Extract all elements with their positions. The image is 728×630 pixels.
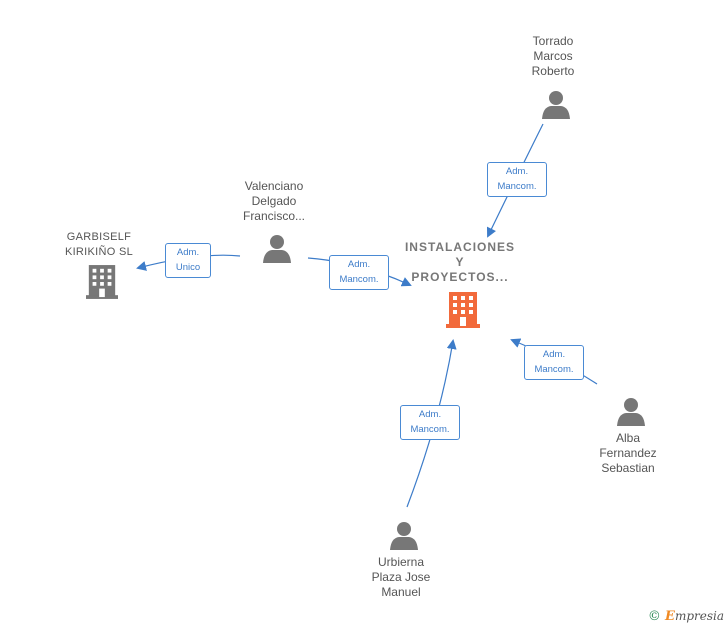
alba-label[interactable]: Alba Fernandez Sebastian [599,431,657,475]
urbierna-label[interactable]: Urbierna Plaza Jose Manuel [371,555,431,599]
building-icon[interactable] [86,264,118,300]
edge-label-torrado-main: Adm. Mancom. [487,162,547,197]
edge-label-urbierna-main: Adm. Mancom. [400,405,460,440]
copyright-icon: © [647,609,661,624]
person-icon[interactable] [541,89,571,119]
person-icon[interactable] [616,396,646,426]
main-company-label[interactable]: INSTALACIONES Y PROYECTOS... [404,240,516,284]
valenciano-label[interactable]: Valenciano Delgado Francisco... [242,179,305,223]
torrado-label[interactable]: Torrado Marcos Roberto [531,34,575,78]
brand-logo-letter: E [665,609,675,624]
brand-name: mpresia [674,609,724,623]
person-icon[interactable] [262,233,292,263]
building-icon[interactable] [446,292,480,328]
edge-label-valenciano-main: Adm. Mancom. [329,255,389,290]
garbiself-label[interactable]: GARBISELF KIRIKIÑO SL [64,231,134,258]
edge-label-valenciano-garbiself: Adm. Unico [165,243,211,278]
person-icon[interactable] [389,520,419,550]
footer-brand: © Empresia [648,609,724,624]
edge-label-alba-main: Adm. Mancom. [524,345,584,380]
